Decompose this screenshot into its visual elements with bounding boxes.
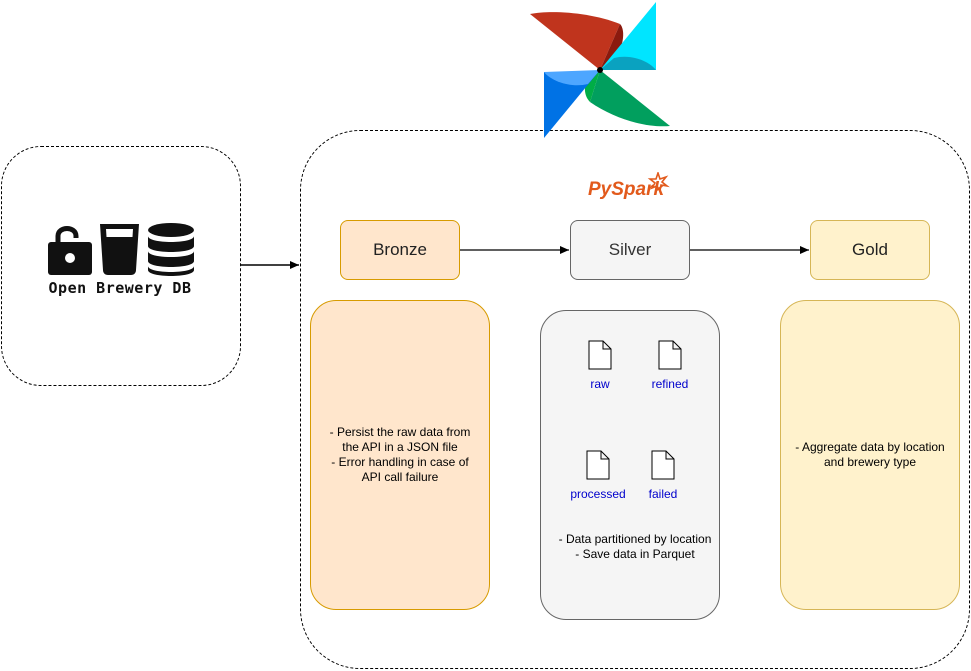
file-label-refined: refined: [651, 377, 689, 391]
source-label: Open Brewery DB: [48, 279, 192, 297]
silver-description: - Data partitioned by location - Save da…: [558, 532, 712, 561]
file-icon-raw: [588, 340, 612, 370]
file-icon-failed: [651, 450, 675, 480]
source-container: [1, 146, 241, 386]
file-label-raw: raw: [590, 377, 610, 391]
pipeline-container: [300, 130, 970, 669]
unlock-icon: [48, 226, 92, 275]
file-icon-refined: [658, 340, 682, 370]
pyspark-logo: PySpark: [586, 172, 676, 204]
gold-description: - Aggregate data by location and brewery…: [780, 300, 960, 610]
source-icons: [47, 222, 197, 276]
beer-glass-icon: [100, 224, 139, 275]
database-icon: [148, 223, 194, 276]
file-icon-processed: [586, 450, 610, 480]
spark-star-icon: [647, 172, 670, 194]
stage-gold: Gold: [810, 220, 930, 280]
stage-bronze: Bronze: [340, 220, 460, 280]
stage-silver: Silver: [570, 220, 690, 280]
silver-description-box: [540, 310, 720, 620]
file-label-failed: failed: [648, 487, 678, 501]
airflow-pinwheel-logo: [530, 2, 670, 138]
file-label-processed: processed: [570, 487, 626, 501]
pyspark-logo-text: PySpark: [588, 179, 665, 200]
bronze-description: - Persist the raw data from the API in a…: [310, 300, 490, 610]
